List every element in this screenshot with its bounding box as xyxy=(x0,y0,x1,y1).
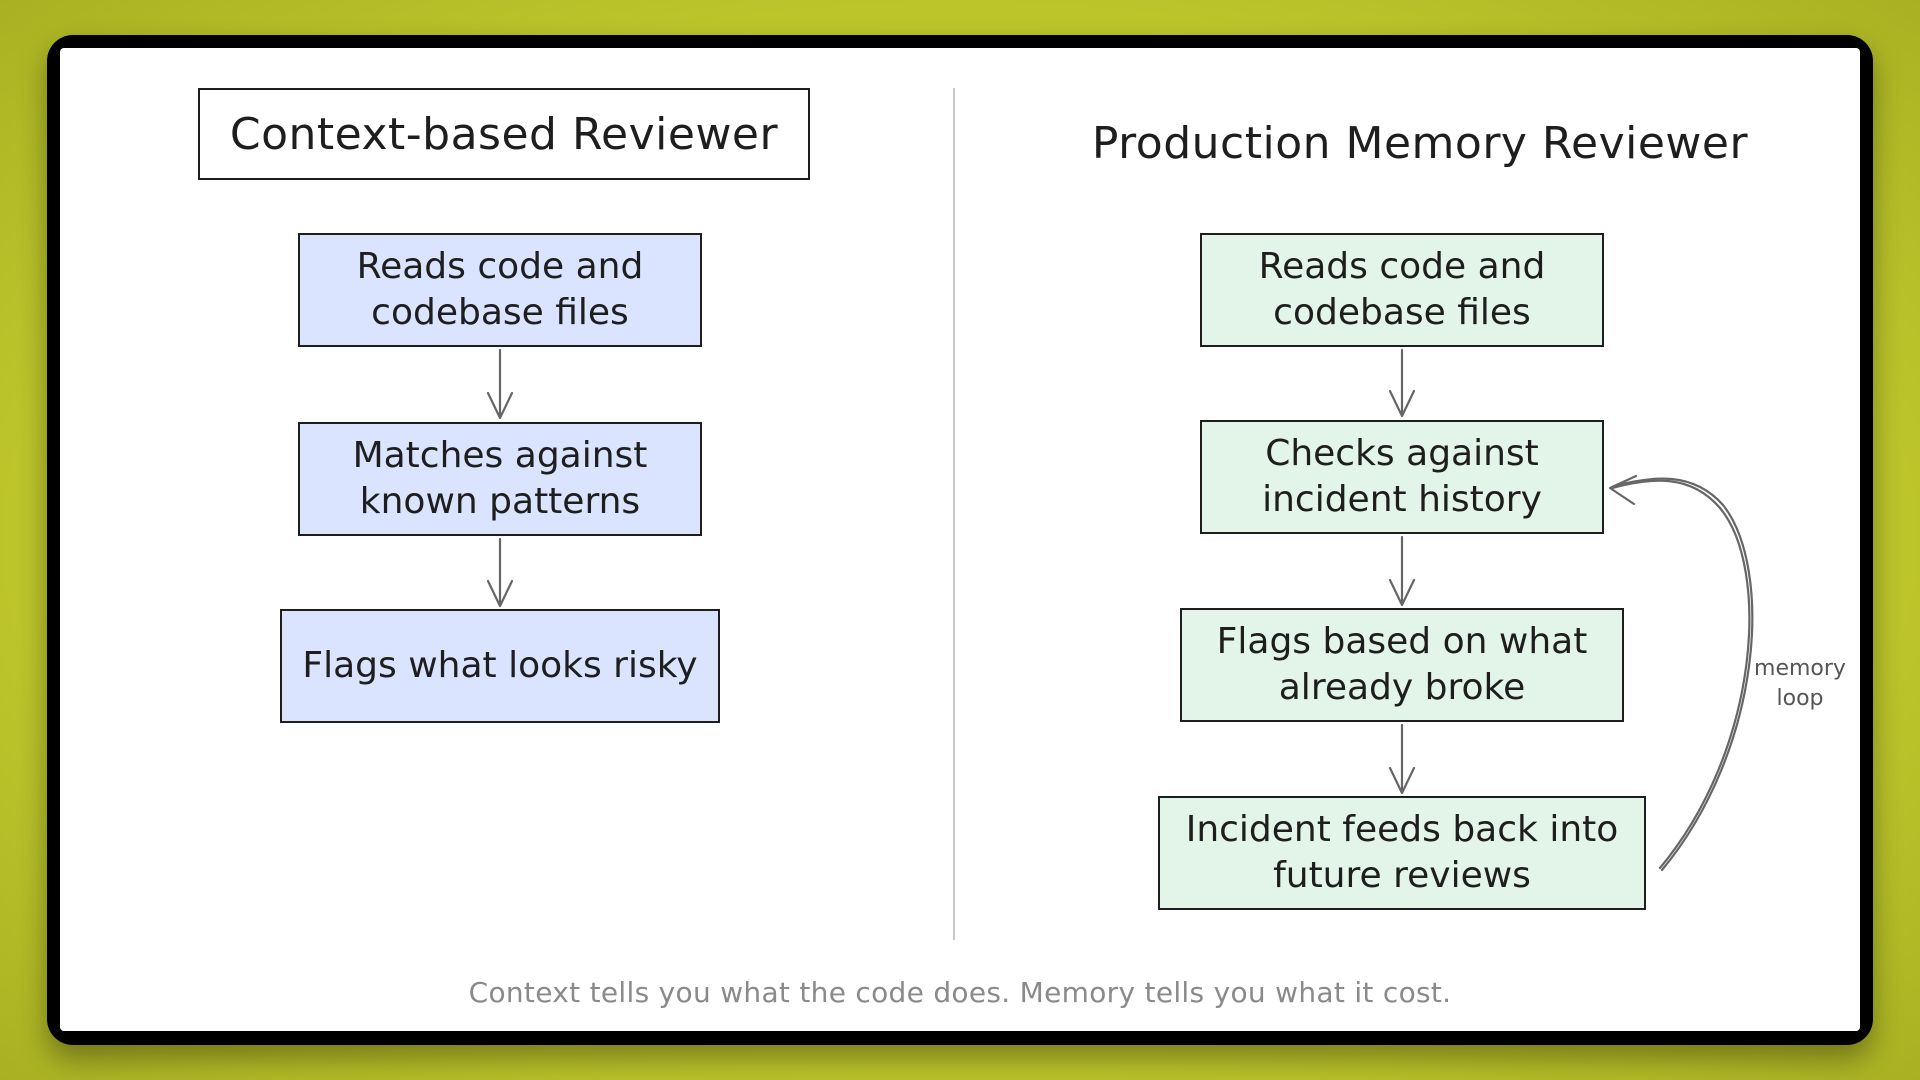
right-arrow-3 xyxy=(1388,723,1416,795)
left-title-box: Context-based Reviewer xyxy=(198,88,810,180)
memory-loop-label: memory loop xyxy=(1754,656,1846,711)
right-title: Production Memory Reviewer xyxy=(1091,117,1749,169)
right-title-area: Production Memory Reviewer xyxy=(1060,108,1780,178)
left-step-3-label: Flags what looks risky xyxy=(302,645,698,686)
left-arrow-2 xyxy=(486,537,514,608)
right-step-3-label: Flags based on what already broke xyxy=(1216,621,1588,708)
right-step-4: Incident feeds back into future reviews xyxy=(1158,796,1646,910)
left-title: Context-based Reviewer xyxy=(229,108,779,160)
left-step-2-label: Matches against known patterns xyxy=(352,435,648,522)
window-frame: Context-based Reviewer Reads code and co… xyxy=(47,35,1873,1045)
right-step-1-label: Reads code and codebase files xyxy=(1258,246,1546,333)
column-divider xyxy=(953,88,955,940)
left-arrow-1 xyxy=(486,348,514,420)
left-step-2: Matches against known patterns xyxy=(298,422,702,536)
right-step-4-label: Incident feeds back into future reviews xyxy=(1185,809,1619,896)
left-step-1-label: Reads code and codebase files xyxy=(356,246,644,333)
right-arrow-2 xyxy=(1388,535,1416,607)
right-arrow-1 xyxy=(1388,348,1416,418)
right-step-1: Reads code and codebase files xyxy=(1200,233,1604,347)
left-step-1: Reads code and codebase files xyxy=(298,233,702,347)
right-step-3: Flags based on what already broke xyxy=(1180,608,1624,722)
diagram-canvas: Context-based Reviewer Reads code and co… xyxy=(60,48,1860,1031)
left-step-3: Flags what looks risky xyxy=(280,609,720,723)
right-step-2: Checks against incident history xyxy=(1200,420,1604,534)
footer-caption: Context tells you what the code does. Me… xyxy=(468,976,1452,1009)
right-step-2-label: Checks against incident history xyxy=(1262,433,1542,520)
